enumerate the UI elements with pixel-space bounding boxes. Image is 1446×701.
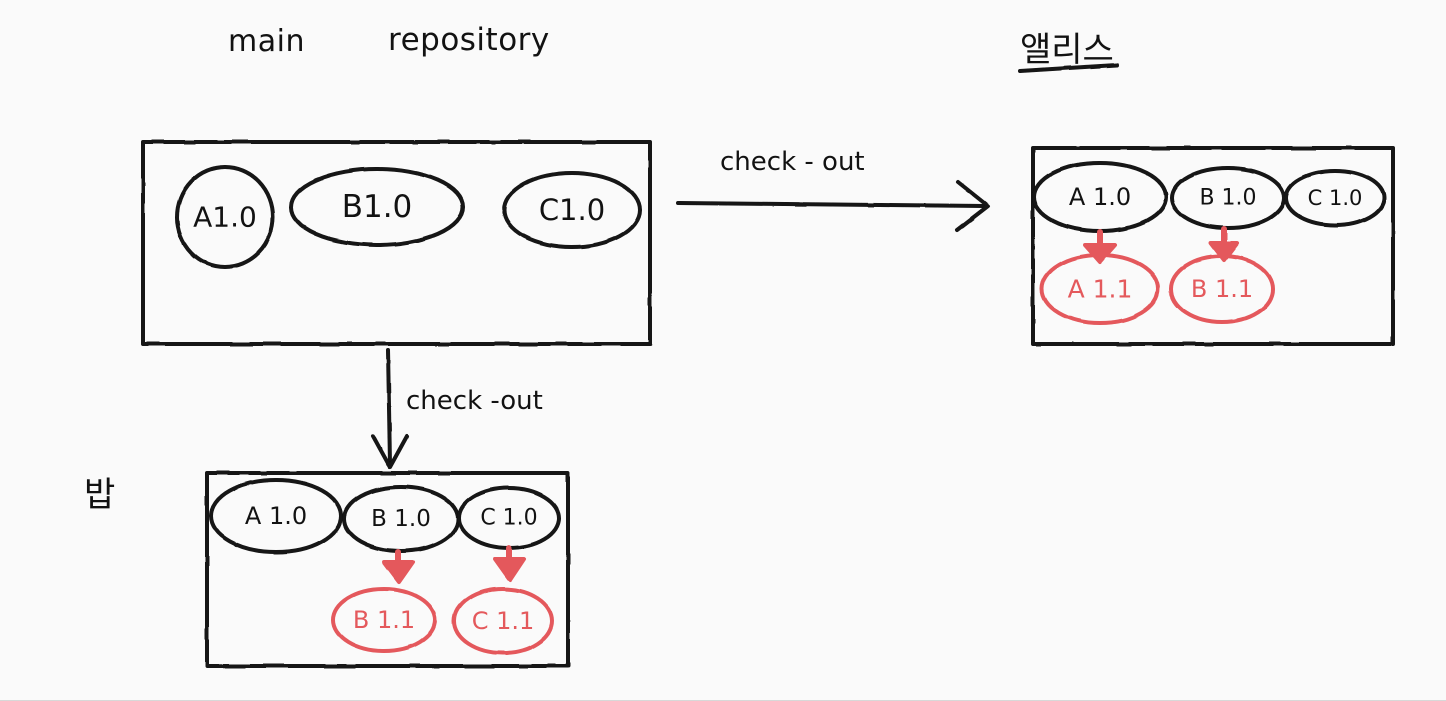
node-label-bob-c11: C 1.1	[471, 607, 535, 635]
node-ellipse-main-b10	[289, 167, 465, 247]
node-ellipse-bob-a10	[209, 478, 343, 554]
node-label-bob-b11: B 1.1	[352, 606, 416, 634]
node-label-bob-a10: A 1.0	[244, 502, 308, 530]
node-label-alice-a10: A 1.0	[1068, 183, 1132, 211]
page-title-repository: repository	[388, 22, 550, 58]
edit-arrow-alice-a-head	[1083, 243, 1117, 264]
checkout-label-horizontal: check - out	[720, 147, 865, 177]
node-ellipse-bob-c11	[452, 587, 554, 655]
edit-arrow-alice-b-head	[1209, 241, 1239, 262]
node-label-alice-a11: A 1.1	[1067, 274, 1133, 304]
node-label-alice-b11: B 1.1	[1190, 275, 1254, 303]
node-ellipse-main-c10	[502, 171, 642, 249]
page-title-main: main	[228, 24, 305, 59]
main-repository-box	[141, 140, 652, 346]
node-ellipse-main-a10	[175, 165, 275, 269]
checkout-label-vertical: check -out	[406, 386, 543, 416]
node-ellipse-alice-c10	[1284, 169, 1386, 227]
alice-workspace-box	[1031, 146, 1395, 346]
node-label-alice-b10: B 1.0	[1199, 185, 1257, 211]
edit-arrow-bob-b-head	[382, 560, 415, 584]
checkout-arrow-horizontal-head	[955, 180, 990, 232]
node-ellipse-bob-b11	[331, 587, 437, 653]
node-label-main-a10: A1.0	[193, 200, 257, 234]
node-label-bob-c10: C 1.0	[480, 505, 538, 531]
node-label-main-c10: C1.0	[538, 193, 606, 227]
checkout-arrow-vertical	[386, 348, 392, 466]
alice-heading-underline	[1018, 63, 1119, 73]
bob-heading: 밥	[84, 475, 116, 515]
alice-heading: 앨리스	[1020, 30, 1114, 70]
node-label-alice-c10: C 1.0	[1307, 186, 1363, 210]
checkout-arrow-horizontal	[676, 201, 987, 208]
bob-workspace-box	[205, 471, 570, 668]
edit-arrow-bob-c-head	[493, 557, 526, 582]
checkout-arrow-vertical-head	[371, 434, 409, 469]
node-label-bob-b10: B 1.0	[371, 506, 431, 532]
node-label-main-b10: B1.0	[341, 189, 413, 225]
